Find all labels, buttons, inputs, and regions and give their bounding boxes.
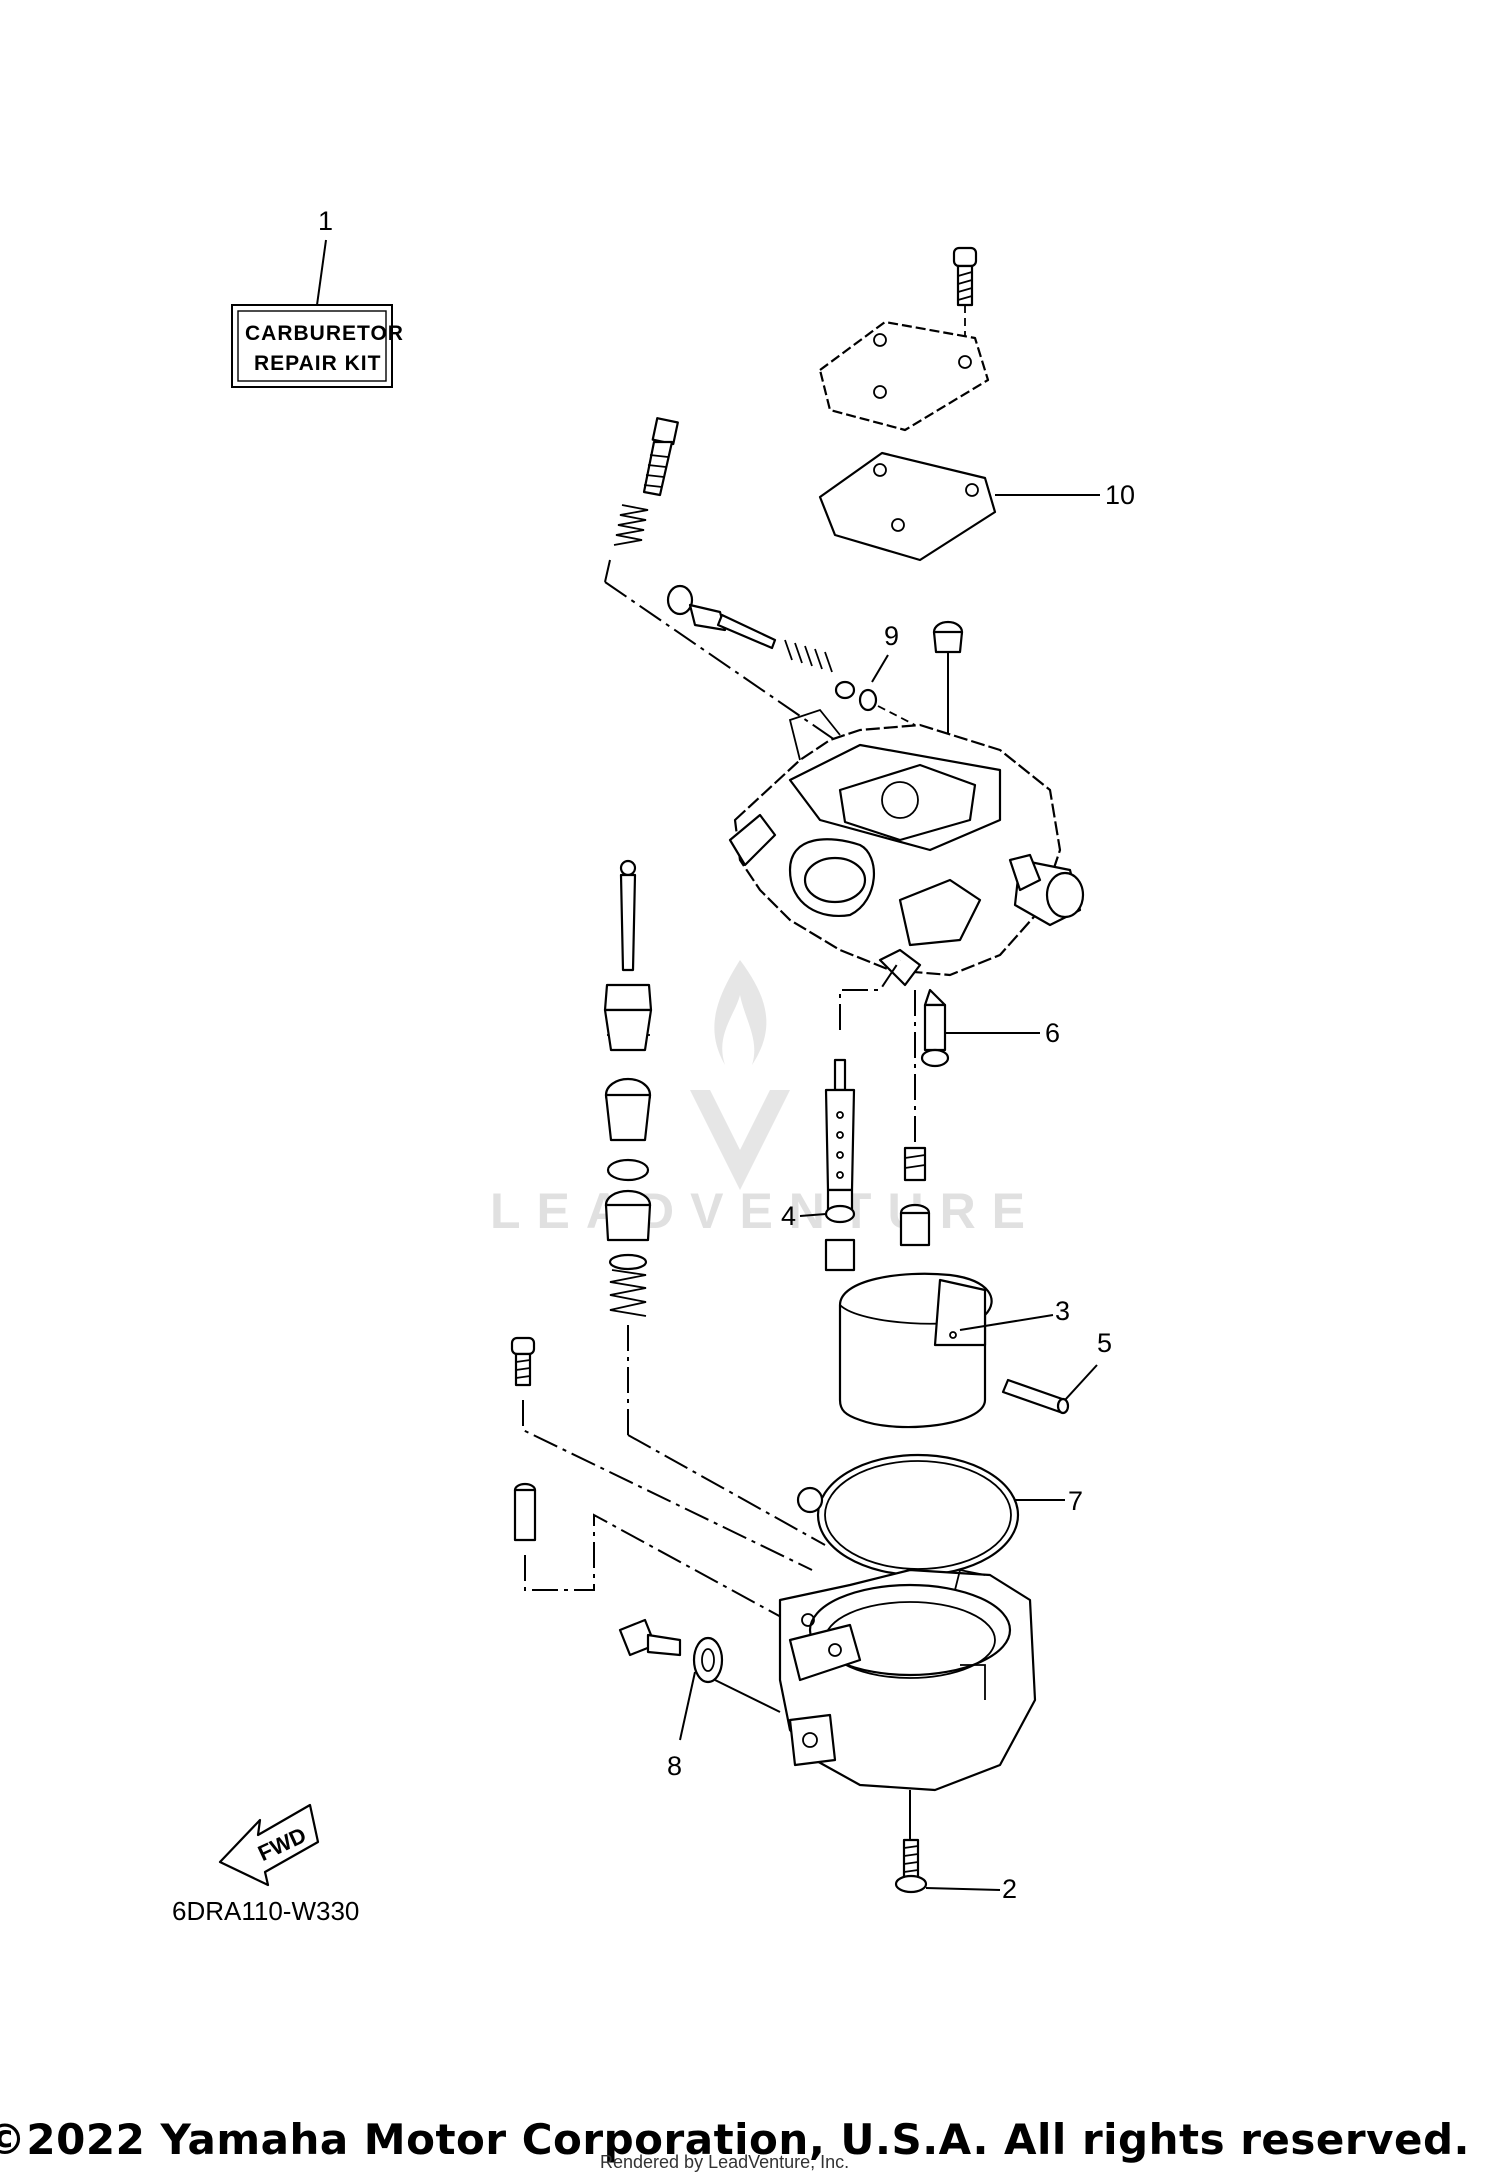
callout-6: 6 xyxy=(1045,1018,1060,1048)
carburetor-body xyxy=(728,708,1085,987)
callout-7: 7 xyxy=(1068,1486,1083,1516)
float-chamber-gasket: 7 xyxy=(796,1453,1083,1577)
callout-9: 9 xyxy=(884,621,899,651)
callout-10: 10 xyxy=(1105,480,1135,510)
nozzle-o-ring: 4 xyxy=(781,1201,856,1231)
float: 3 xyxy=(838,1272,1070,1429)
small-o-ring: 9 xyxy=(858,621,916,726)
callout-2: 2 xyxy=(1002,1874,1017,1904)
kit-line-2: REPAIR KIT xyxy=(254,352,381,375)
float-chamber xyxy=(778,1568,1037,1840)
float-chamber-cover xyxy=(818,320,990,432)
pilot-jet xyxy=(899,990,931,1247)
callout-3: 3 xyxy=(1055,1296,1070,1326)
chamber-screw xyxy=(510,1336,813,1571)
cover-gasket: 10 xyxy=(818,451,1135,562)
callout-8: 8 xyxy=(667,1751,682,1781)
float-pin: 5 xyxy=(1001,1328,1112,1415)
diagram-code: 6DRA110-W330 xyxy=(172,1896,360,1926)
kit-line-1: CARBURETOR xyxy=(245,322,404,345)
needle-valve: 6 xyxy=(920,988,1060,1068)
callout-1: 1 xyxy=(318,206,333,236)
throttle-shaft-assembly xyxy=(666,584,856,700)
watermark-logo: LEADVENTURE xyxy=(490,960,1041,1239)
accelerator-pump-stack xyxy=(603,859,826,1546)
callout-4: 4 xyxy=(781,1201,796,1231)
rendered-by-note: Rendered by LeadVenture, Inc. xyxy=(600,2152,850,2172)
callout-5: 5 xyxy=(1097,1328,1112,1358)
watermark-text: LEADVENTURE xyxy=(490,1183,1041,1239)
carburetor-repair-kit-label: 1 CARBURETOR REPAIR KIT xyxy=(231,206,404,388)
pilot-screw-assembly xyxy=(604,417,836,741)
bottom-screw: 2 xyxy=(894,1838,1017,1904)
copyright-notice: ©2022 Yamaha Motor Corporation, U.S.A. A… xyxy=(0,2115,1470,2164)
fwd-arrow-icon: FWD xyxy=(218,1803,320,1887)
drain-screw: 8 xyxy=(618,1618,781,1781)
dowel-pin xyxy=(513,1482,861,1661)
